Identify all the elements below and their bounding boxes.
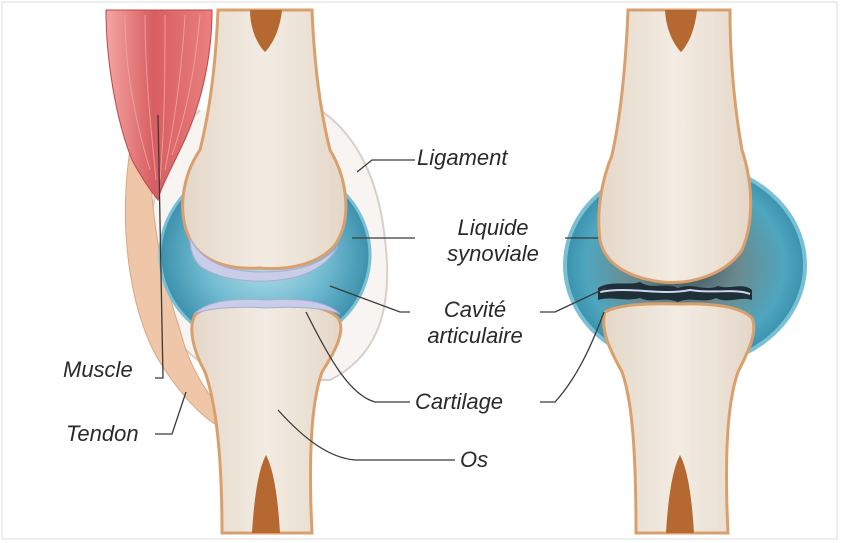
label-cartilage: Cartilage: [415, 390, 503, 414]
label-liquide-line1: Liquide: [418, 216, 568, 240]
label-cavite-line2: articulaire: [400, 324, 550, 348]
label-ligament: Ligament: [417, 146, 508, 170]
label-liquide-line2: synoviale: [418, 242, 568, 266]
label-tendon: Tendon: [66, 422, 139, 446]
label-muscle: Muscle: [63, 358, 133, 382]
label-cavite-line1: Cavité: [400, 298, 550, 322]
label-os: Os: [460, 448, 488, 472]
